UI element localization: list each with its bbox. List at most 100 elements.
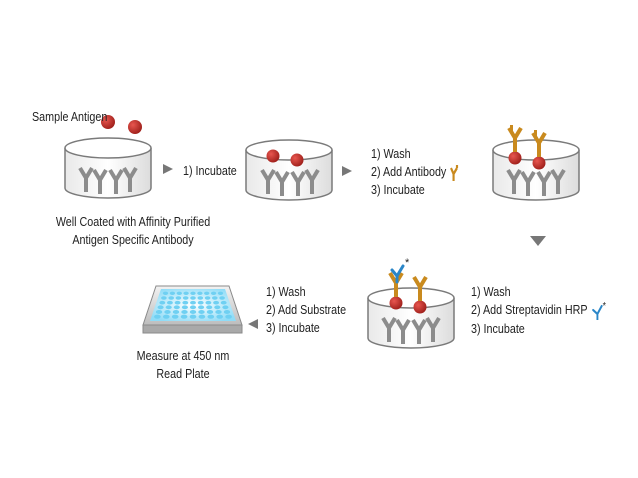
- plate-well: [207, 314, 215, 319]
- antigen-bead: [389, 296, 403, 310]
- plate-well: [155, 310, 163, 314]
- plate-well: [213, 300, 220, 305]
- step-text: 1) Wash: [371, 147, 411, 161]
- plate-well: [190, 300, 196, 305]
- plate-well: [162, 291, 169, 295]
- plate-well: [204, 296, 211, 300]
- step-text: 3) Incubate: [471, 321, 525, 336]
- plate-well: [189, 305, 197, 310]
- plate-well: [205, 300, 212, 305]
- step-text: 2) Add Substrate: [266, 303, 347, 317]
- plate-well: [225, 314, 232, 319]
- step-text: 2) Add Streptavidin HRP *: [471, 301, 608, 320]
- step-text: 2) Add Antibody: [371, 163, 462, 181]
- hrp-asterisk: *: [405, 257, 410, 269]
- plate-well: [166, 300, 173, 305]
- plate-well: [190, 291, 196, 295]
- plate-wells: [154, 291, 232, 319]
- plate-well: [168, 296, 174, 300]
- plate-well: [198, 305, 205, 310]
- steps-add-antibody: 1) Wash 2) Add Antibody 3) Incubate: [371, 145, 462, 199]
- antigen-bead: [266, 149, 280, 163]
- measure-line-1: Measure at 450 nm: [136, 349, 230, 363]
- step-text: 3) Incubate: [266, 321, 320, 335]
- plate-well: [214, 305, 221, 310]
- plate-well: [204, 291, 210, 295]
- well-3-detection-antibody: [492, 125, 580, 201]
- measure-line-2: Read Plate: [156, 367, 210, 381]
- incubate-step-label: 1) Incubate: [183, 164, 237, 178]
- well-caption-line-1: Well Coated with Affinity Purified: [55, 215, 211, 229]
- plate-well: [162, 314, 170, 319]
- step-text: 2) Add Antibody: [371, 165, 447, 179]
- plate-well: [182, 300, 189, 305]
- well-caption: Well Coated with Affinity Purified Antig…: [34, 213, 232, 249]
- plate-well: [198, 314, 206, 319]
- plate-well: [210, 291, 217, 295]
- plate-well: [176, 291, 182, 295]
- plate-well: [175, 296, 182, 300]
- plate-well: [217, 291, 224, 295]
- step-text: 1) Wash: [471, 285, 511, 299]
- plate-well: [164, 310, 171, 314]
- antigen-bead: [290, 153, 304, 167]
- antigen-bead: [532, 156, 546, 170]
- measure-caption: Measure at 450 nm Read Plate: [119, 347, 248, 383]
- plate-well: [169, 291, 176, 295]
- arrow-right-icon: [163, 164, 173, 174]
- plate-well: [212, 296, 218, 300]
- plate-well: [215, 310, 222, 314]
- plate-well: [222, 305, 229, 310]
- plate-well: [181, 310, 188, 314]
- plate-well: [181, 305, 188, 310]
- plate-well: [223, 310, 231, 314]
- antigen-bead: [101, 115, 115, 129]
- step-text: 1) Wash: [266, 285, 306, 299]
- plate-well: [159, 300, 166, 305]
- steps-add-hrp: 1) Wash 2) Add Streptavidin HRP * 3) Incu…: [471, 283, 608, 338]
- arrow-right-icon: [342, 166, 352, 176]
- plate-well: [161, 296, 167, 300]
- blue-hrp-icon: *: [591, 302, 606, 320]
- arrow-down-icon: [530, 236, 546, 246]
- plate-well: [172, 310, 180, 314]
- plate-well: [198, 310, 205, 314]
- antigen-bead: [128, 120, 142, 134]
- plate-well: [157, 305, 164, 310]
- arrow-left-icon: [248, 319, 258, 329]
- plate-well: [197, 296, 204, 300]
- microplate: [142, 285, 243, 334]
- orange-antibody-icon: [449, 164, 458, 181]
- plate-well: [189, 314, 197, 319]
- well-4-streptavidin-hrp: *: [367, 257, 455, 349]
- plate-well: [216, 314, 224, 319]
- streptavidin-hrp-icon: [390, 264, 405, 284]
- steps-add-substrate: 1) Wash 2) Add Substrate 3) Incubate: [266, 283, 346, 337]
- plate-well: [197, 300, 204, 305]
- plate-well: [220, 300, 227, 305]
- sample-antigen-label: Sample Antigen: [32, 110, 108, 124]
- plate-well: [197, 291, 203, 295]
- plate-well: [154, 314, 161, 319]
- plate-well: [219, 296, 225, 300]
- plate-well: [180, 314, 188, 319]
- well-caption-line-2: Antigen Specific Antibody: [72, 233, 194, 247]
- well-1-coated: [64, 115, 152, 199]
- plate-well: [173, 305, 180, 310]
- well-2-antigen-bound: [245, 139, 333, 201]
- plate-well: [189, 310, 197, 314]
- plate-well: [182, 296, 189, 300]
- hrp-asterisk-inline: *: [602, 302, 606, 311]
- plate-well: [165, 305, 172, 310]
- plate-well: [206, 310, 214, 314]
- plate-well: [183, 291, 189, 295]
- antigen-bead: [413, 300, 427, 314]
- plate-well: [190, 296, 196, 300]
- plate-well: [206, 305, 213, 310]
- antigen-bead: [508, 151, 522, 165]
- step-text: 3) Incubate: [371, 183, 425, 197]
- step-text: 2) Add Streptavidin HRP: [471, 303, 588, 317]
- plate-well: [171, 314, 179, 319]
